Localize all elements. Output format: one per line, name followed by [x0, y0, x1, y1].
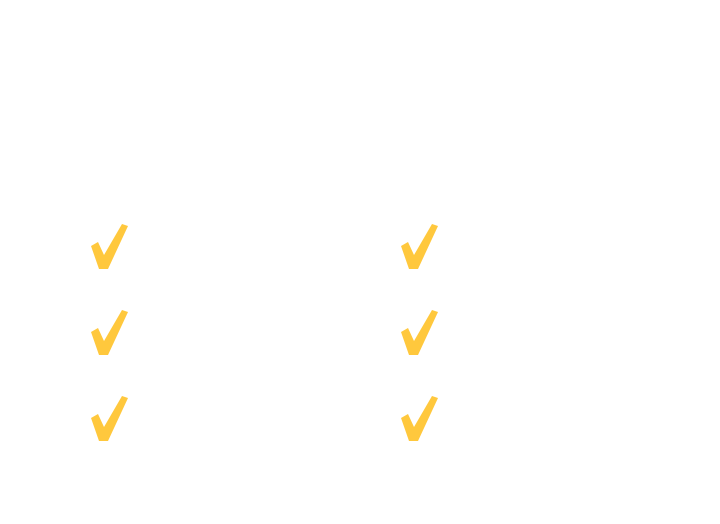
checkmark-icon — [399, 222, 439, 272]
checkmark-icon — [399, 308, 439, 358]
checkmark-icon — [399, 394, 439, 444]
checkmark-icon — [89, 394, 129, 444]
checkmark-icon — [89, 308, 129, 358]
checkmark-icon — [89, 222, 129, 272]
